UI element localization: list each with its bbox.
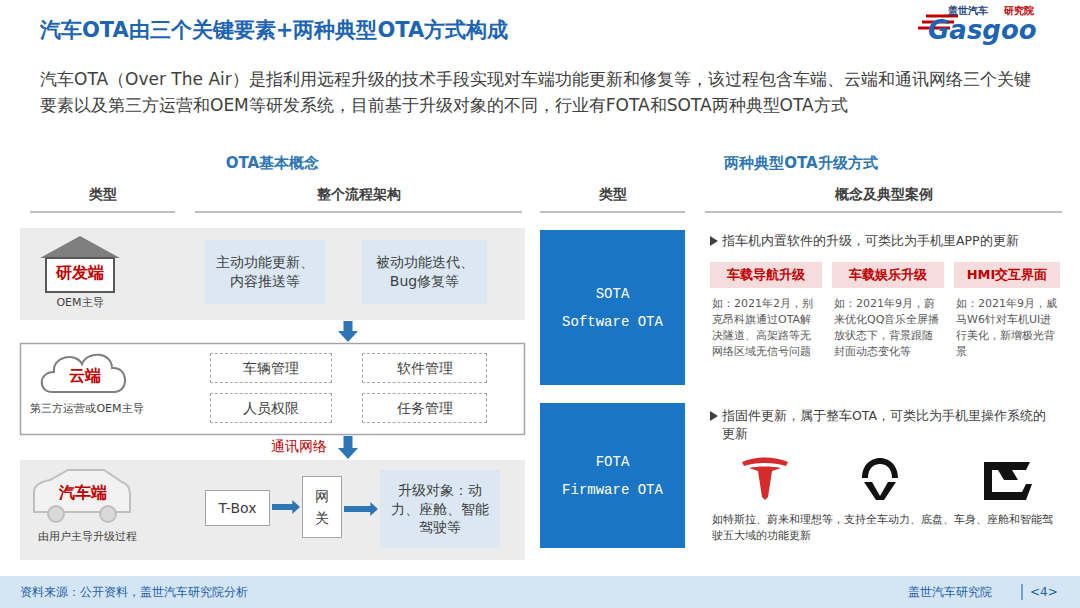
process-box: T-Box — [205, 490, 270, 526]
category-tag: 车载导航升级 — [710, 262, 822, 288]
box-text: T-Box — [219, 499, 257, 518]
band-ground — [20, 460, 525, 560]
house-body — [46, 258, 114, 292]
nio-logo — [864, 482, 896, 500]
band-ground — [21, 344, 525, 435]
flow-arrow — [344, 502, 378, 516]
process-box: 车辆管理 — [210, 353, 332, 383]
category-tag: 车载娱乐升级 — [832, 262, 944, 288]
box-text: 任务管理 — [397, 399, 453, 418]
band-heading: 研发端 — [48, 263, 112, 284]
header-rule — [30, 211, 175, 213]
band-row: 云端第三方运营或OEM主导 车辆管理 软件管理人员权限 任务管理 — [20, 343, 525, 435]
arrow-shaft — [344, 506, 371, 512]
intro-text: 汽车OTA（Over The Air）是指利用远程升级的技术手段实现对车端功能更… — [40, 66, 1040, 119]
section-header: 两种典型OTA升级方式 — [540, 152, 1062, 175]
section-header: 类型 — [540, 184, 685, 206]
tesla-logo — [749, 467, 781, 501]
process-box: 主动功能更新、内容推送等 — [205, 240, 325, 304]
car-icon — [34, 470, 130, 512]
logo-text: Gasgoo — [928, 16, 1037, 45]
band-note: OEM主导 — [25, 296, 135, 310]
slide-title: 汽车OTA由三个关键要素+两种典型OTA方式构成 — [40, 16, 508, 44]
tesla-logo — [742, 458, 788, 467]
nio-logo — [862, 458, 898, 478]
note-text: 如：2021年9月，威马W6针对车机UI进行美化，新增极光背景 — [956, 296, 1060, 360]
footer-text: 资料来源：公开资料，盖世汽车研究院分析 — [20, 584, 520, 601]
arrow-head — [292, 500, 300, 514]
footer-separator — [1022, 584, 1023, 600]
box-text: 被动功能迭代、Bug修复等 — [368, 253, 481, 291]
process-box: 人员权限 — [210, 393, 332, 423]
section-header: 类型 — [30, 184, 175, 206]
process-box: 网关 — [302, 476, 342, 538]
box-text: 主动功能更新、内容推送等 — [211, 253, 319, 291]
header-rule — [705, 211, 1062, 213]
box-text: HMI交互界面 — [967, 266, 1048, 284]
process-box: 被动功能迭代、Bug修复等 — [362, 240, 487, 304]
band-ground — [20, 228, 525, 320]
note-text: 指车机内置软件的升级，可类比为手机里APP的更新 — [722, 232, 1062, 250]
arrow-head — [338, 331, 358, 342]
bullet-arrow — [710, 236, 718, 246]
process-box: 任务管理 — [362, 393, 487, 423]
note-text: 如：2021年2月，别克昂科旗通过OTA解决隧道、高架路等无网络区域无信号问题 — [712, 296, 820, 360]
arrow-head — [338, 448, 358, 459]
note-text: 如：2021年9月，蔚来优化QQ音乐全屏播放状态下，背景跟随封面动态变化等 — [834, 296, 942, 360]
car-wheel — [100, 506, 116, 522]
process-box: 软件管理 — [362, 353, 487, 383]
type-box: SOTA Software OTA — [540, 230, 685, 385]
note-text: 指固件更新，属于整车OTA，可类比为手机里操作系统的更新 — [722, 407, 1057, 443]
box-text: 车载娱乐升级 — [849, 266, 927, 284]
box-text: 网关 — [315, 485, 329, 530]
flow-arrow — [272, 500, 300, 514]
category-tag: HMI交互界面 — [954, 262, 1060, 288]
arrow-shaft — [344, 321, 353, 332]
header-rule — [540, 211, 685, 213]
box-text: 车载导航升级 — [727, 266, 805, 284]
box-text: 软件管理 — [397, 359, 453, 378]
band-heading: 汽车端 — [38, 483, 128, 504]
footer-text: 盖世汽车研究院 — [908, 584, 992, 601]
arrow-shaft — [272, 504, 293, 510]
note-text: 如特斯拉、蔚来和理想等，支持全车动力、底盘、车身、座舱和智能驾驶五大域的功能更新 — [712, 512, 1060, 544]
section-header: OTA基本概念 — [20, 152, 525, 175]
band-note: 由用户主导升级过程 — [22, 530, 152, 544]
arrow-head — [370, 502, 378, 516]
edge-label: 通讯网络 — [268, 438, 330, 456]
car-wheel — [48, 506, 64, 522]
flow-arrow — [338, 321, 358, 342]
band-heading: 云端 — [45, 366, 125, 387]
header-rule — [195, 211, 522, 213]
arrow-shaft — [344, 436, 353, 449]
house-roof — [40, 236, 120, 258]
bullet-arrow — [710, 411, 718, 421]
li-logo — [984, 462, 1032, 500]
section-header: 整个流程架构 — [195, 184, 522, 206]
footer-bar — [0, 576, 1080, 608]
flow-arrow — [338, 436, 358, 459]
band-row: 研发端 OEM主导 主动功能更新、内容推送等 被动功能迭代、Bug修复等 — [20, 228, 525, 320]
box-text: SOTA Software OTA — [560, 280, 665, 336]
cloud-icon — [42, 355, 125, 392]
band-row: 汽车端由用户主导升级过程 T-Box 网关 升级对象：动力、座舱、智能驾驶等 — [20, 460, 525, 560]
process-box: 升级对象：动力、座舱、智能驾驶等 — [380, 470, 500, 548]
box-text: 人员权限 — [243, 399, 299, 418]
box-text: 车辆管理 — [243, 359, 299, 378]
box-text: FOTA Firmware OTA — [560, 448, 665, 504]
section-header: 概念及典型案例 — [705, 184, 1062, 206]
footer-text: <4> — [1030, 584, 1058, 601]
band-note: 第三方运营或OEM主导 — [22, 402, 152, 416]
box-text: 升级对象：动力、座舱、智能驾驶等 — [386, 481, 494, 538]
type-box: FOTA Firmware OTA — [540, 403, 685, 548]
